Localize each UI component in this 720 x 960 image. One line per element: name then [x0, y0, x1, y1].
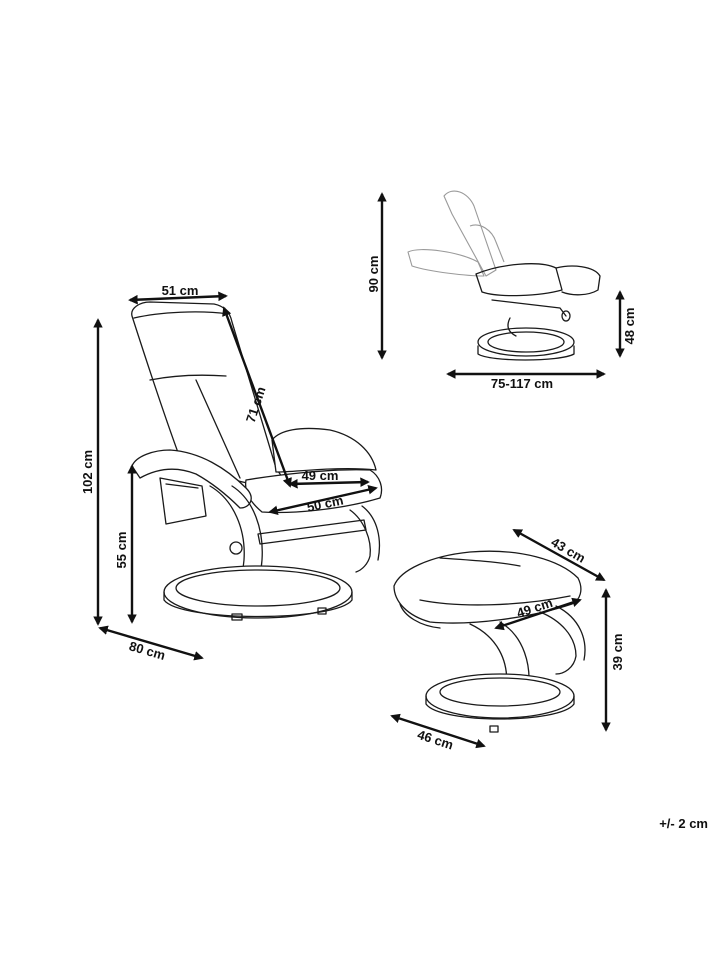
ottoman-illustration: [393, 550, 586, 733]
label-armrest-height: 55 cm: [114, 532, 129, 569]
label-depth-base: 80 cm: [127, 638, 167, 663]
tolerance-note: +/- 2 cm: [659, 816, 708, 831]
label-recline-height: 90 cm: [366, 256, 381, 293]
dimension-labels: 51 cm 71 cm 102 cm 55 cm 80 cm 49 cm 50 …: [80, 256, 708, 831]
reclined-chair-illustration: [407, 190, 601, 361]
label-seat-depth: 49 cm: [302, 468, 339, 483]
label-recline-length: 75-117 cm: [491, 376, 553, 391]
dimension-lines: [93, 192, 625, 749]
label-ottoman-height: 39 cm: [610, 634, 625, 671]
label-total-height: 102 cm: [80, 450, 95, 494]
label-seat-width: 50 cm: [305, 492, 344, 514]
armchair-illustration: [131, 301, 383, 621]
label-seat-height-recline: 48 cm: [622, 308, 637, 345]
label-seat-top-width: 51 cm: [162, 283, 199, 298]
